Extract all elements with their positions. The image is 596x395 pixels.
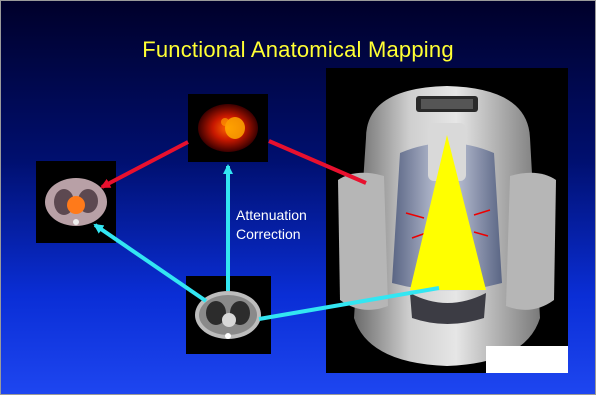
arrow-pet-to-fused: [102, 142, 188, 187]
connector-ct-to-scanner: [259, 288, 439, 319]
arrow-ct-to-fused: [95, 225, 206, 301]
attenuation-correction-label: Attenuation Correction: [236, 206, 307, 244]
annotation-line-2: Correction: [236, 225, 307, 244]
annotation-line-1: Attenuation: [236, 206, 307, 225]
connector-pet-to-scanner: [269, 141, 366, 183]
